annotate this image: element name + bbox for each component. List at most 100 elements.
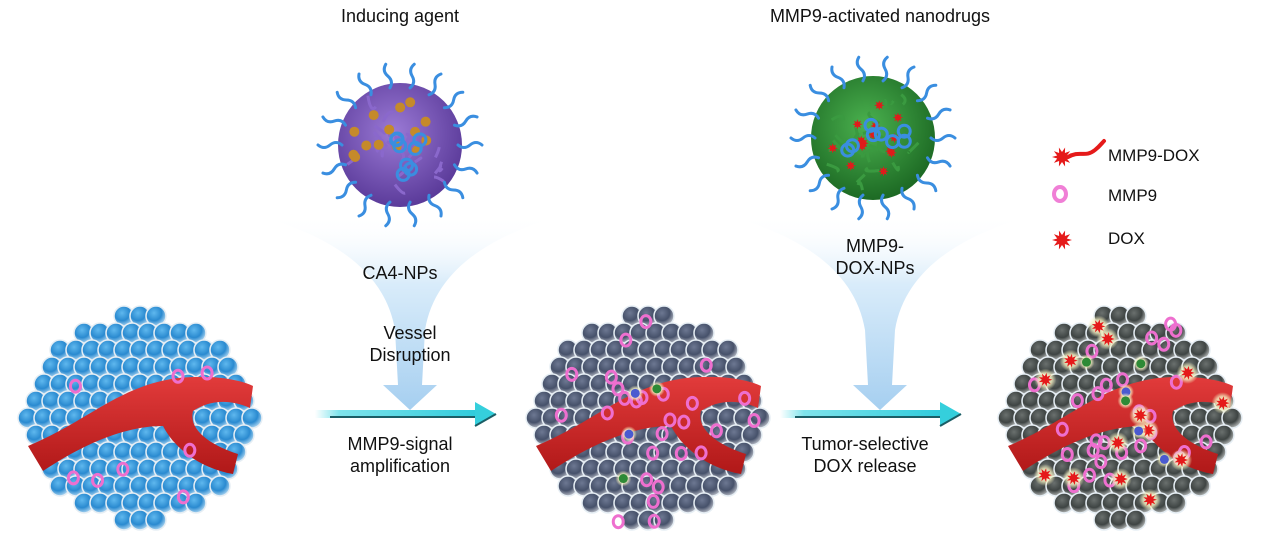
mmp9-enzyme: [651, 479, 665, 495]
title-inducing-agent: Inducing agent: [340, 6, 460, 26]
peg-chain: [794, 108, 820, 120]
mmp9-dox-nps-label-line2: DOX-NPs: [835, 258, 915, 278]
ca4-nanoparticle: [316, 62, 484, 228]
ca4-payload: [368, 110, 379, 121]
peg-chain: [830, 65, 846, 90]
mmp9-enzyme: [1157, 336, 1171, 352]
polymer-strand: [855, 173, 866, 184]
mmp9-enzyme: [1055, 421, 1069, 437]
polymer-strand: [437, 161, 444, 173]
peg-coil: [389, 131, 405, 147]
polymer-strand: [877, 141, 886, 154]
tumor-cell: [1189, 475, 1211, 497]
mmp9-enzyme: [1060, 446, 1074, 462]
dox-payload: [892, 112, 903, 123]
mmp9-enzyme: [655, 426, 669, 442]
blood-vessel: [28, 376, 253, 474]
peg-coil: [896, 123, 912, 139]
arrow-stage2-to-stage3: [780, 402, 962, 427]
released-dox: [1067, 471, 1081, 485]
mmp9-enzyme: [1094, 454, 1108, 470]
mmp9-enzyme: [677, 414, 691, 430]
peg-chain: [357, 72, 373, 97]
tumor-cell: [1125, 509, 1147, 531]
peg-chain: [335, 180, 358, 200]
nanoparticle-in-tumor: [1159, 454, 1169, 464]
legend-mmp9-dox-icon: [1052, 139, 1106, 167]
mmp9-enzyme: [639, 314, 653, 330]
dox-payload: [827, 143, 838, 154]
peg-chain: [407, 200, 418, 228]
peg-chain: [453, 114, 479, 128]
peg-chain: [929, 134, 957, 142]
mmp9-enzyme: [663, 412, 677, 428]
polymer-strand: [393, 183, 406, 195]
tumor-cell: [145, 509, 167, 531]
blood-vessel: [1008, 376, 1233, 474]
mmp9-enzyme: [646, 445, 660, 461]
peg-chain: [357, 193, 373, 218]
peg-chain: [456, 141, 484, 149]
mmp9-enzyme: [554, 407, 568, 423]
mmp9-dox-nanoparticle: [789, 55, 957, 221]
mmp9-enzyme: [699, 357, 713, 373]
mmp9-enzyme: [611, 514, 625, 530]
peg-chain: [384, 200, 392, 228]
peg-chain: [926, 107, 952, 121]
peg-coil: [407, 140, 423, 156]
polymer-strand: [869, 144, 879, 152]
released-dox: [1038, 468, 1052, 482]
peg-coil: [863, 117, 879, 133]
tumor-cell: [1165, 492, 1187, 514]
mmp9-enzyme: [1199, 434, 1213, 450]
funnel-right: [725, 215, 1035, 410]
mmp9-enzyme: [183, 442, 197, 458]
peg-chain: [900, 65, 916, 90]
dox-payload: [852, 119, 863, 130]
ca4-payload: [348, 149, 359, 160]
dox-payload: [845, 160, 856, 171]
nanoparticle-in-tumor: [630, 388, 640, 398]
mmp9-enzyme: [1099, 377, 1113, 393]
ca4-payload: [349, 126, 360, 137]
mmp9-enzyme: [1145, 330, 1159, 346]
peg-chain: [427, 72, 443, 97]
nanoparticle-in-tumor: [1134, 426, 1144, 436]
dox-payload: [874, 100, 885, 111]
polymer-strand: [380, 150, 384, 158]
nanoparticle-in-tumor: [652, 384, 662, 394]
tumor-cell: [693, 492, 715, 514]
polymer-strand: [864, 166, 880, 173]
mmp9-enzyme: [1091, 386, 1105, 402]
polymer-strand: [373, 131, 389, 148]
legend-label-mmp9-dox: MMP9-DOX: [1108, 146, 1200, 165]
released-dox: [1181, 366, 1195, 380]
released-dox: [1174, 453, 1189, 467]
arrow-stage1-to-stage2: [315, 402, 497, 427]
mmp9-enzyme: [68, 378, 82, 394]
peg-chain: [427, 193, 443, 218]
arrow1-label-line2: amplification: [349, 456, 451, 476]
peg-chain: [926, 156, 952, 168]
ca4-nps-label: CA4-NPs: [362, 263, 438, 283]
peg-chain: [830, 186, 846, 211]
legend-mmp9-icon: [1052, 185, 1068, 203]
mmp9-enzyme: [709, 423, 723, 439]
tumor-cell: [717, 475, 739, 497]
arrow2-label-line1: Tumor-selective: [801, 434, 929, 454]
polymer-strand: [907, 141, 920, 154]
arrow2-label-line2: DOX release: [813, 456, 917, 476]
polymer-strand: [826, 162, 840, 173]
nanoparticle-in-tumor: [624, 429, 634, 439]
ca4-payload: [373, 139, 384, 150]
mmp9-enzyme: [738, 390, 752, 406]
nanoparticle-in-tumor: [1081, 357, 1091, 367]
peg-chain: [316, 141, 344, 149]
peg-chain: [321, 115, 347, 127]
ca4-payload: [420, 116, 431, 127]
peg-coil: [873, 126, 889, 142]
polymer-strand: [433, 175, 445, 183]
released-dox: [1114, 472, 1128, 486]
vessel-disruption-line2: Disruption: [369, 345, 451, 365]
polymer-strand: [834, 134, 847, 144]
